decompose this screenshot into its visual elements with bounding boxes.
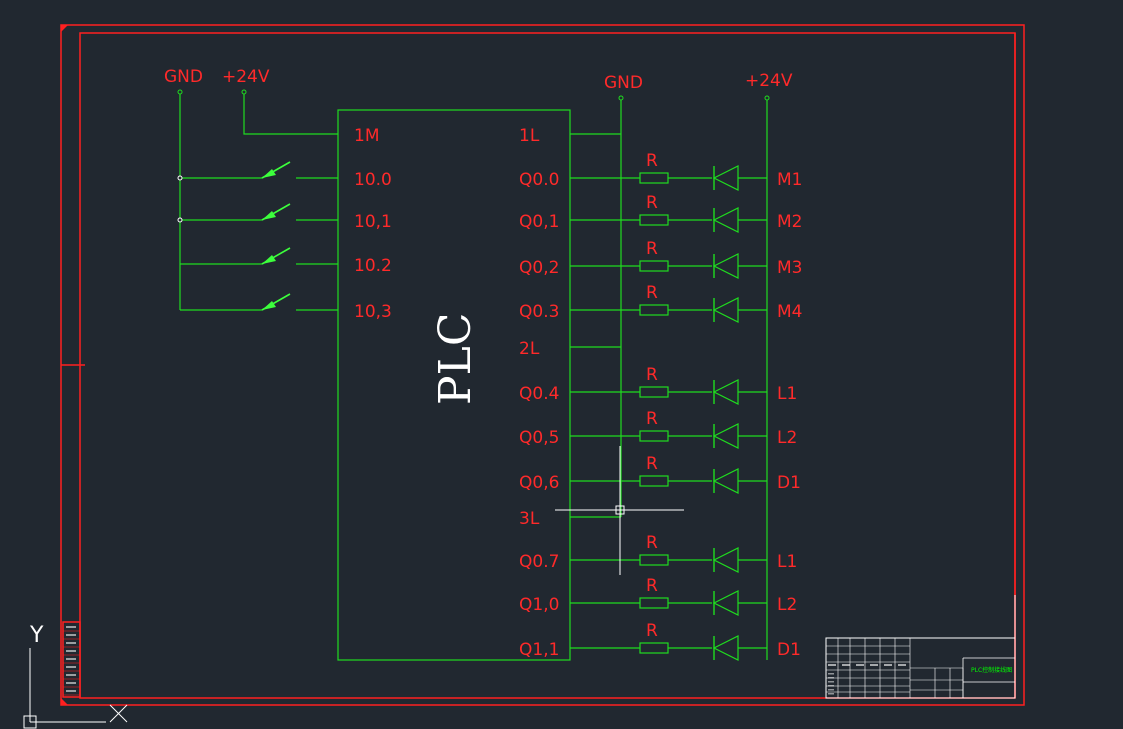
diode-6 — [712, 468, 739, 494]
input-switch-2 — [180, 247, 338, 265]
plc-output-label-7: Q0.7 — [519, 552, 559, 572]
plc-output-label-2: Q0,2 — [519, 258, 559, 278]
resistor-8 — [639, 597, 669, 609]
plc-terminal-1m: 1M — [354, 126, 379, 146]
load-label-6: D1 — [777, 473, 801, 493]
output-branch-6: R D1 — [570, 454, 801, 494]
ucs-icon: Y — [23, 623, 128, 729]
title-block-title: PLC控制接线图 — [971, 666, 1012, 674]
input-switch-1 — [177, 203, 338, 223]
plc-output-label-8: Q1,0 — [519, 595, 559, 615]
plc-module[interactable]: PLC 1M 10.0 10,1 10.2 10,3 1L 2L 3L Q0.0Q0,1Q… — [337, 109, 571, 661]
load-label-0: M1 — [777, 170, 802, 190]
plc-input-label-2: 10.2 — [354, 256, 392, 276]
input-power-terminals: GND +24V — [164, 67, 338, 310]
output-branch-2: R M3 — [570, 239, 802, 279]
plc-output-label-9: Q1,1 — [519, 640, 559, 660]
input-switch-3 — [180, 293, 338, 311]
plc-output-label-4: Q0.4 — [519, 384, 559, 404]
resistor-7 — [639, 554, 669, 566]
output-gnd-label: GND — [604, 73, 643, 93]
resistor-label-9: R — [646, 621, 658, 641]
resistor-label-0: R — [646, 151, 658, 171]
resistor-9 — [639, 642, 669, 654]
drawing-frame — [60, 24, 1025, 706]
plc-common-label-3l: 3L — [519, 509, 540, 529]
diode-5 — [712, 423, 739, 449]
diode-7 — [712, 547, 739, 573]
output-branch-0: R M1 — [570, 151, 802, 191]
resistor-label-7: R — [646, 533, 658, 553]
plc-input-label-0: 10.0 — [354, 170, 392, 190]
diode-0 — [712, 165, 739, 191]
load-label-9: D1 — [777, 640, 801, 660]
output-branch-3: R M4 — [570, 283, 802, 323]
resistor-3 — [639, 304, 669, 316]
load-label-8: L2 — [777, 595, 797, 615]
plc-label: PLC — [430, 313, 481, 406]
resistor-label-5: R — [646, 409, 658, 429]
diode-1 — [712, 207, 739, 233]
resistor-0 — [639, 172, 669, 184]
output-branch-4: R L1 — [570, 365, 797, 405]
resistor-6 — [639, 475, 669, 487]
load-label-2: M3 — [777, 258, 802, 278]
resistor-5 — [639, 430, 669, 442]
input-gnd-label: GND — [164, 67, 203, 87]
resistor-label-8: R — [646, 576, 658, 596]
diode-9 — [712, 635, 739, 661]
output-branch-8: R L2 — [570, 576, 797, 616]
side-revision-table — [62, 621, 81, 698]
plc-output-label-5: Q0,5 — [519, 428, 559, 448]
diode-2 — [712, 253, 739, 279]
resistor-2 — [639, 260, 669, 272]
output-branch-7: R L1 — [570, 533, 797, 573]
diode-3 — [712, 297, 739, 323]
plc-input-label-1: 10,1 — [354, 212, 392, 232]
load-label-5: L2 — [777, 428, 797, 448]
resistor-4 — [639, 386, 669, 398]
resistor-label-4: R — [646, 365, 658, 385]
crosshair-cursor — [555, 446, 684, 575]
resistor-label-2: R — [646, 239, 658, 259]
ucs-y-label: Y — [29, 623, 44, 648]
plc-output-label-1: Q0,1 — [519, 212, 559, 232]
plc-input-label-3: 10,3 — [354, 302, 392, 322]
input-switch-0 — [177, 161, 338, 181]
diode-8 — [712, 590, 739, 616]
output-branch-9: R D1 — [570, 621, 801, 661]
output-branch-5: R L2 — [570, 409, 797, 449]
plc-output-label-3: Q0.3 — [519, 302, 559, 322]
plc-output-label-0: Q0.0 — [519, 170, 559, 190]
output-branch-1: R M2 — [570, 193, 802, 233]
resistor-label-3: R — [646, 283, 658, 303]
load-label-4: L1 — [777, 384, 797, 404]
plc-common-label-1l: 1L — [519, 126, 540, 146]
plc-common-label-2l: 2L — [519, 339, 540, 359]
load-label-7: L1 — [777, 552, 797, 572]
input-switches — [177, 161, 338, 311]
title-block: PLC控制接线图 — [825, 595, 1016, 699]
input-24v-label: +24V — [222, 67, 270, 87]
output-24v-label: +24V — [745, 71, 793, 91]
plc-output-label-6: Q0,6 — [519, 473, 559, 493]
resistor-label-1: R — [646, 193, 658, 213]
resistor-label-6: R — [646, 454, 658, 474]
ucs-x-axis-icon — [109, 704, 128, 723]
output-power-terminals: GND +24V — [604, 71, 793, 660]
diode-4 — [712, 379, 739, 405]
load-label-3: M4 — [777, 302, 802, 322]
resistor-1 — [639, 214, 669, 226]
load-label-1: M2 — [777, 212, 802, 232]
